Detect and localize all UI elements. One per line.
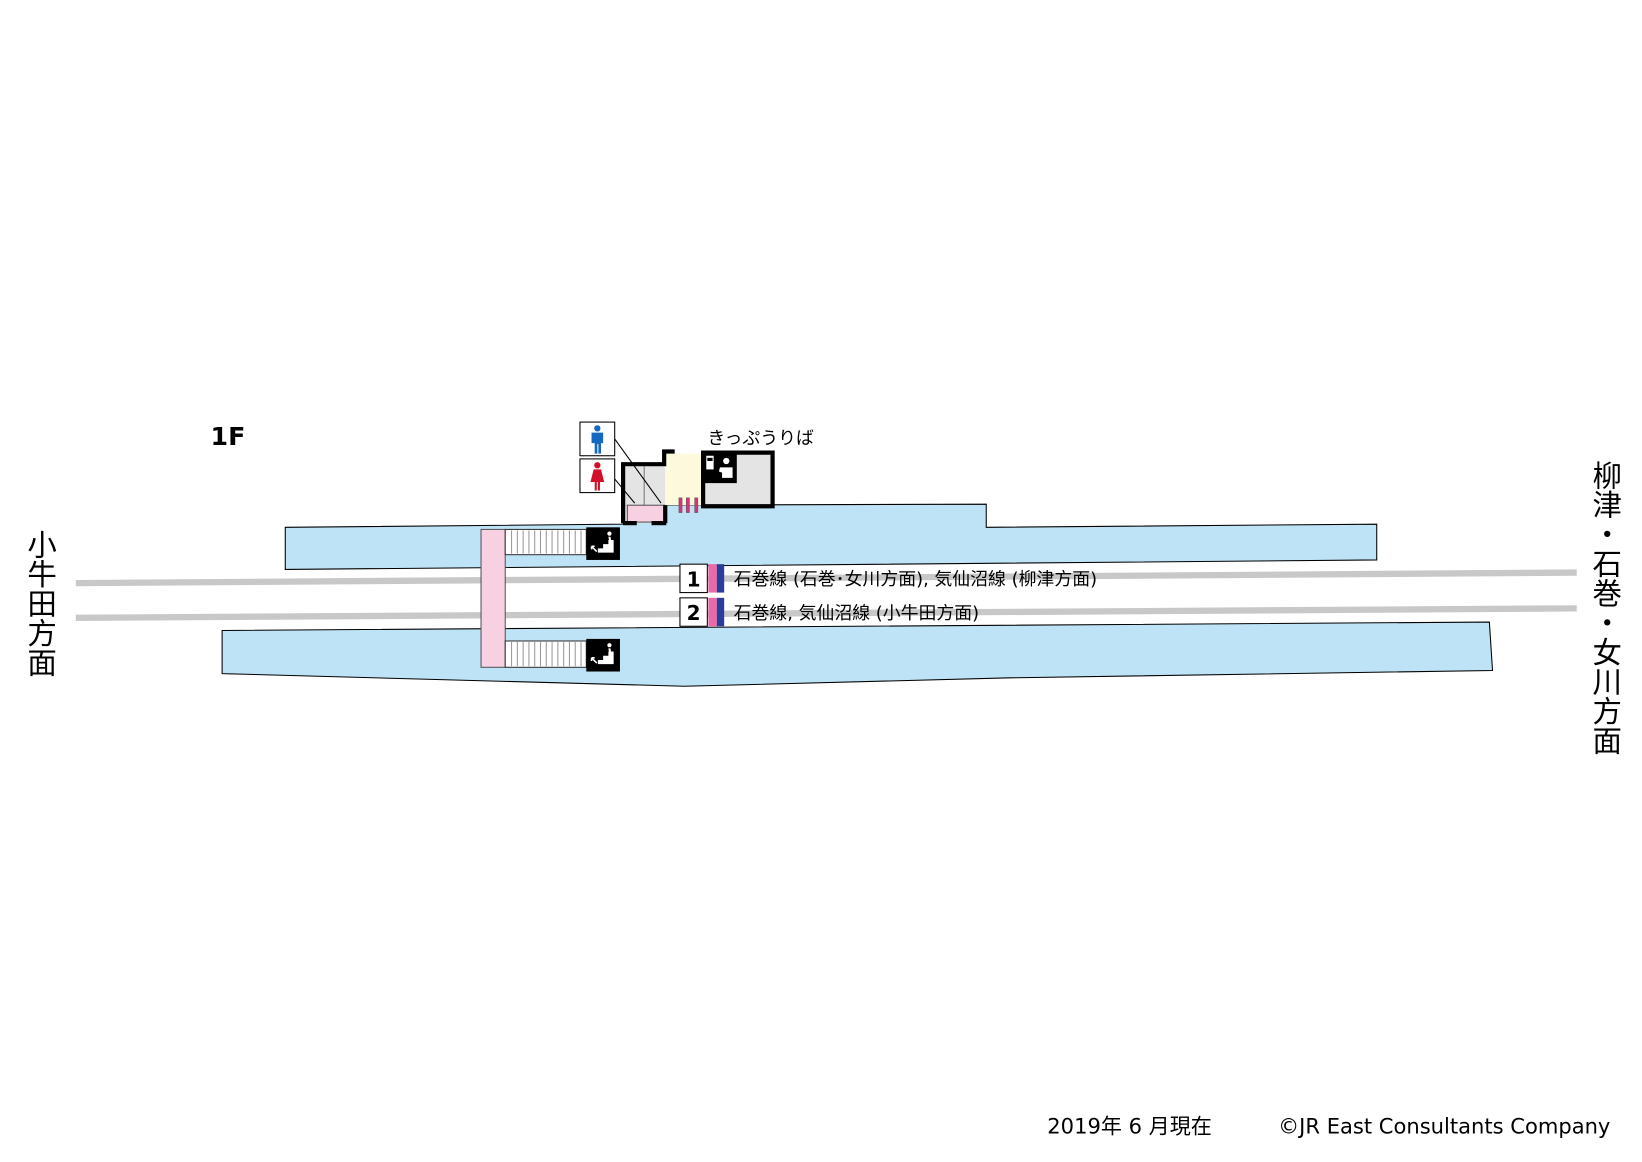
stairs-icon <box>586 638 620 672</box>
tracks <box>75 566 1577 624</box>
footer-date: 2019年 6 月現在 <box>1047 1114 1212 1139</box>
platform-description: 石巻線, 気仙沼線 (小牛田方面) <box>734 603 980 624</box>
platform-number: 1 <box>687 567 701 591</box>
female-toilet-icon <box>579 458 616 494</box>
concourse <box>665 453 704 506</box>
pedestrian-corridor <box>480 528 506 668</box>
direction-char: 小 <box>27 529 56 563</box>
direction-char: 面 <box>27 647 56 681</box>
floor-label: 1F <box>211 422 246 451</box>
direction-char: 面 <box>1593 725 1622 759</box>
direction-char: 川 <box>1593 666 1622 700</box>
ticket-office-label: きっぷうりば <box>707 428 814 449</box>
direction-left: 小 牛 田 方 面 <box>27 529 56 681</box>
toilet-accessible-area <box>626 504 666 523</box>
platform-1 <box>284 503 1378 570</box>
footer-copyright: ©JR East Consultants Company <box>1278 1114 1610 1139</box>
direction-char: 巻 <box>1593 577 1622 611</box>
direction-char: 女 <box>1593 636 1622 670</box>
track-rail-1 <box>75 569 1577 587</box>
direction-char: 牛 <box>27 558 56 592</box>
direction-char: 石 <box>1593 548 1622 582</box>
ticket-machine-icon <box>703 452 737 484</box>
stairs-upper <box>504 528 587 556</box>
platform-number: 2 <box>687 601 701 625</box>
platform-label-2: 2 石巻線, 気仙沼線 (小牛田方面) <box>679 597 980 627</box>
direction-char: 津 <box>1593 489 1622 523</box>
direction-char: 柳 <box>1593 459 1622 493</box>
direction-char: ・ <box>1593 607 1622 641</box>
stairs-lower <box>504 640 587 668</box>
direction-char: 方 <box>27 617 56 651</box>
stairs-icon <box>586 527 620 560</box>
platform-2 <box>221 621 1494 687</box>
direction-char: 田 <box>27 588 56 622</box>
station-building <box>621 449 775 526</box>
direction-right: 柳 津 ・ 石 巻 ・ 女 川 方 面 <box>1593 459 1622 758</box>
platform-label-1: 1 石巻線 (石巻･女川方面), 気仙沼線 (柳津方面) <box>679 563 1097 594</box>
track-rail-2 <box>75 605 1577 621</box>
direction-char: ・ <box>1593 518 1622 552</box>
platform-description: 石巻線 (石巻･女川方面), 気仙沼線 (柳津方面) <box>734 569 1097 590</box>
male-toilet-icon <box>579 421 616 457</box>
ticket-gate <box>678 497 699 513</box>
direction-char: 方 <box>1593 695 1622 729</box>
